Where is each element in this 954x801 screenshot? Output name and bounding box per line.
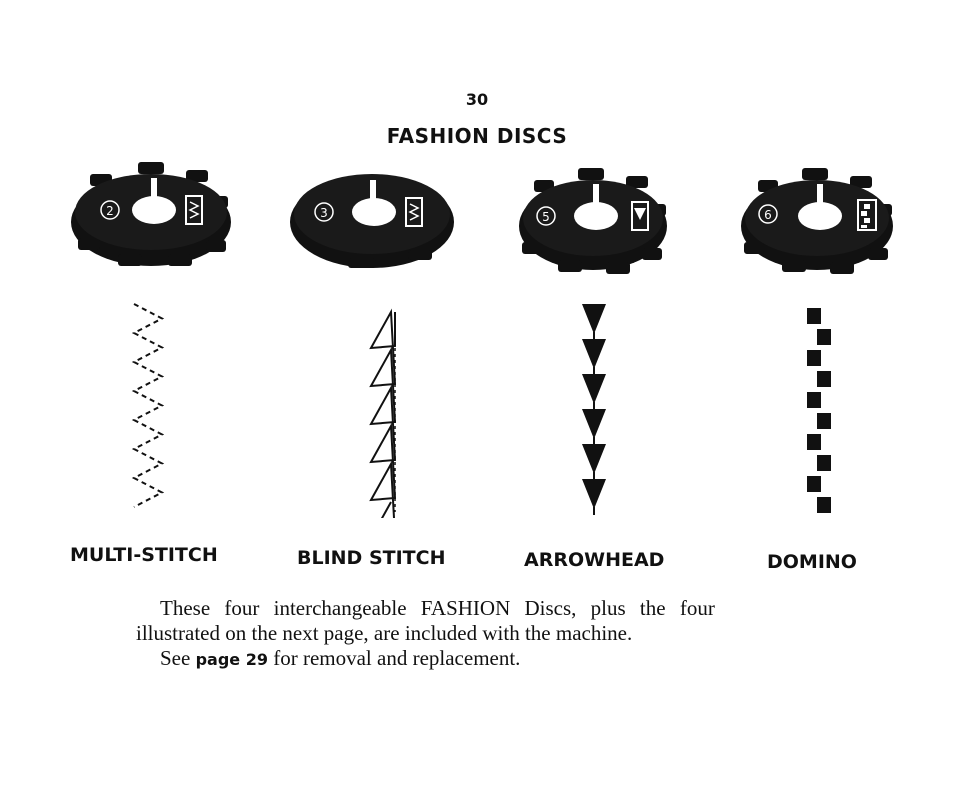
blind-stitch-pattern — [369, 308, 397, 518]
arrowhead-mark — [582, 304, 606, 334]
page-number: 30 — [465, 90, 489, 109]
domino-block — [807, 308, 821, 324]
disc-number: 5 — [542, 210, 550, 224]
label-multi-stitch: MULTI-STITCH — [70, 544, 218, 566]
fashion-disc-2: 2 — [71, 162, 231, 266]
arrowhead-mark — [582, 479, 606, 509]
description-paragraph: These four interchangeable FASHION Discs… — [136, 596, 836, 672]
domino-block — [817, 455, 831, 471]
arrowhead-mark — [582, 339, 606, 369]
arrowhead-pattern — [582, 304, 606, 515]
arrowhead-mark — [582, 409, 606, 439]
fashion-disc-6: 6 — [741, 168, 893, 274]
arrowhead-disc-icon — [631, 201, 649, 231]
page-reference-link[interactable]: page 29 — [195, 650, 268, 669]
domino-block — [817, 497, 831, 513]
fashion-disc-3: 3 — [290, 174, 454, 268]
domino-block — [817, 371, 831, 387]
label-blind-stitch: BLIND STITCH — [297, 547, 446, 569]
multi-stitch-pattern — [131, 303, 165, 508]
domino-block — [817, 413, 831, 429]
zigzag-disc-icon — [185, 195, 203, 225]
blind-stitch-disc-icon — [405, 197, 423, 227]
disc-number: 2 — [106, 204, 114, 218]
domino-block — [817, 329, 831, 345]
label-domino: DOMINO — [767, 551, 857, 573]
fashion-disc-5: 5 — [519, 168, 667, 274]
domino-block — [807, 392, 821, 408]
description-line-3: See page 29 for removal and replacement. — [160, 646, 521, 670]
arrowhead-mark — [582, 444, 606, 474]
domino-pattern — [807, 308, 831, 513]
disc-number: 3 — [320, 206, 328, 220]
description-line-2: illustrated on the next page, are includ… — [136, 621, 633, 645]
domino-block — [807, 350, 821, 366]
domino-block — [807, 434, 821, 450]
label-arrowhead: ARROWHEAD — [524, 549, 665, 571]
domino-block — [807, 476, 821, 492]
domino-disc-icon — [857, 199, 877, 231]
description-line-1: These four interchangeable FASHION Discs… — [160, 596, 715, 620]
arrowhead-mark — [582, 374, 606, 404]
disc-number: 6 — [764, 208, 772, 222]
page-title: FASHION DISCS — [386, 124, 568, 148]
